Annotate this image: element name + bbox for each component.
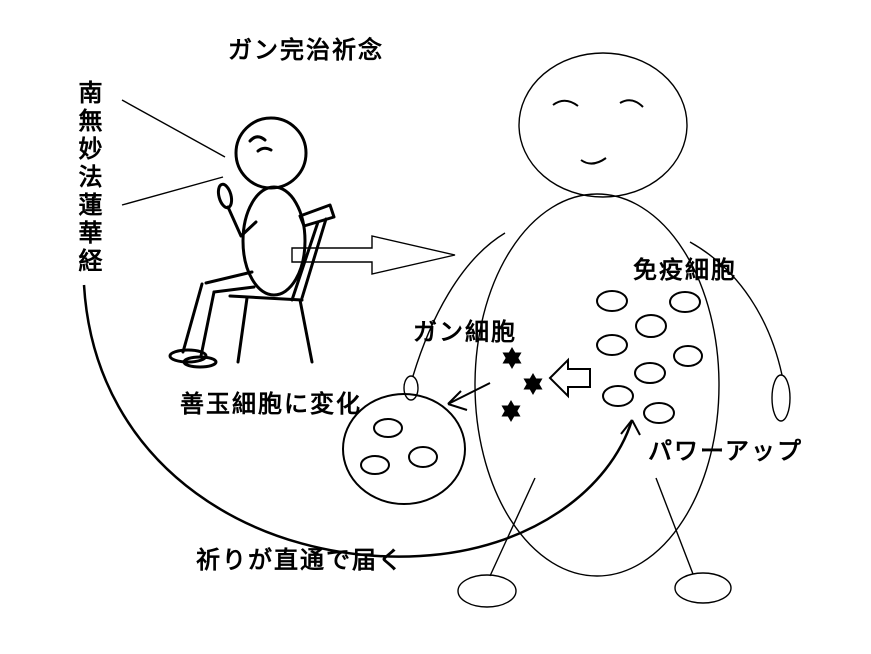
praying-person-shin bbox=[181, 282, 204, 354]
mantra-text: 南無妙法蓮華経 bbox=[74, 80, 102, 276]
figure-mouth bbox=[580, 157, 607, 165]
prayer-curve-arrow bbox=[82, 284, 641, 558]
prayer-reaches-label: 祈りが直通で届く bbox=[196, 546, 404, 574]
praying-person-foot bbox=[182, 355, 218, 369]
figure-foot-right bbox=[674, 572, 732, 604]
praying-person-eye bbox=[256, 146, 273, 153]
immune-cell bbox=[669, 291, 701, 313]
cancer-cells-label: ガン細胞 bbox=[413, 318, 517, 346]
figure-hand-right bbox=[771, 374, 791, 422]
praying-person bbox=[168, 116, 308, 369]
praying-person-shin bbox=[199, 290, 216, 358]
prayer-arrow bbox=[291, 235, 456, 275]
immune-cell bbox=[634, 362, 666, 384]
chair-back-post bbox=[290, 220, 320, 302]
chair bbox=[228, 203, 336, 364]
figure-arm-right bbox=[689, 241, 783, 376]
figure-foot-left bbox=[457, 574, 517, 608]
chant-line-lower bbox=[121, 176, 224, 206]
praying-person-thigh bbox=[204, 270, 254, 285]
praying-person-thigh bbox=[212, 285, 256, 294]
figure-leg-left bbox=[489, 477, 536, 577]
cancer-cell-star-icon bbox=[523, 373, 543, 395]
figure-leg-right bbox=[655, 477, 694, 575]
immune-cell bbox=[596, 290, 628, 312]
diagram-title: ガン完治祈念 bbox=[228, 36, 384, 64]
good-cells-label: 善玉細胞に変化 bbox=[180, 390, 362, 418]
immune-cell bbox=[602, 385, 634, 407]
figure-eye-right bbox=[619, 99, 644, 108]
chair-leg-front bbox=[236, 296, 249, 364]
immune-cells-label: 免疫細胞 bbox=[633, 256, 737, 284]
immune-cell bbox=[673, 345, 703, 367]
cancer-cell-star-icon bbox=[501, 400, 521, 422]
figure-arm-left bbox=[412, 232, 506, 377]
figure-eye-left bbox=[552, 99, 579, 107]
praying-person-head bbox=[234, 116, 308, 190]
body-figure bbox=[403, 52, 791, 608]
chair-leg-back bbox=[298, 298, 314, 364]
chair-back-post bbox=[300, 217, 328, 300]
figure-body bbox=[474, 193, 720, 577]
praying-person-eye bbox=[248, 135, 267, 143]
good-cell-nucleus bbox=[373, 418, 403, 438]
praying-person-body bbox=[241, 185, 307, 297]
praying-hands bbox=[216, 182, 234, 210]
good-cell bbox=[342, 393, 466, 505]
cancer-cell-star-icon bbox=[502, 347, 522, 369]
good-cell-outline bbox=[342, 393, 466, 505]
chair-back-top bbox=[298, 203, 336, 228]
figure-hand-left bbox=[403, 375, 419, 401]
immune-cell bbox=[635, 314, 667, 338]
chant-line-upper bbox=[121, 99, 226, 158]
immune-cell bbox=[596, 334, 628, 356]
attack-arrow bbox=[548, 357, 591, 399]
praying-person-arm bbox=[226, 205, 258, 238]
chair-seat bbox=[228, 294, 304, 302]
immune-cells bbox=[596, 290, 703, 424]
good-cell-nucleus bbox=[408, 446, 438, 468]
figure-head bbox=[518, 52, 688, 198]
immune-cell bbox=[643, 402, 675, 424]
good-cell-nucleus bbox=[360, 455, 390, 475]
power-up-label: パワーアップ bbox=[648, 437, 804, 465]
cancer-cells bbox=[501, 347, 543, 422]
change-arrow bbox=[447, 382, 491, 411]
